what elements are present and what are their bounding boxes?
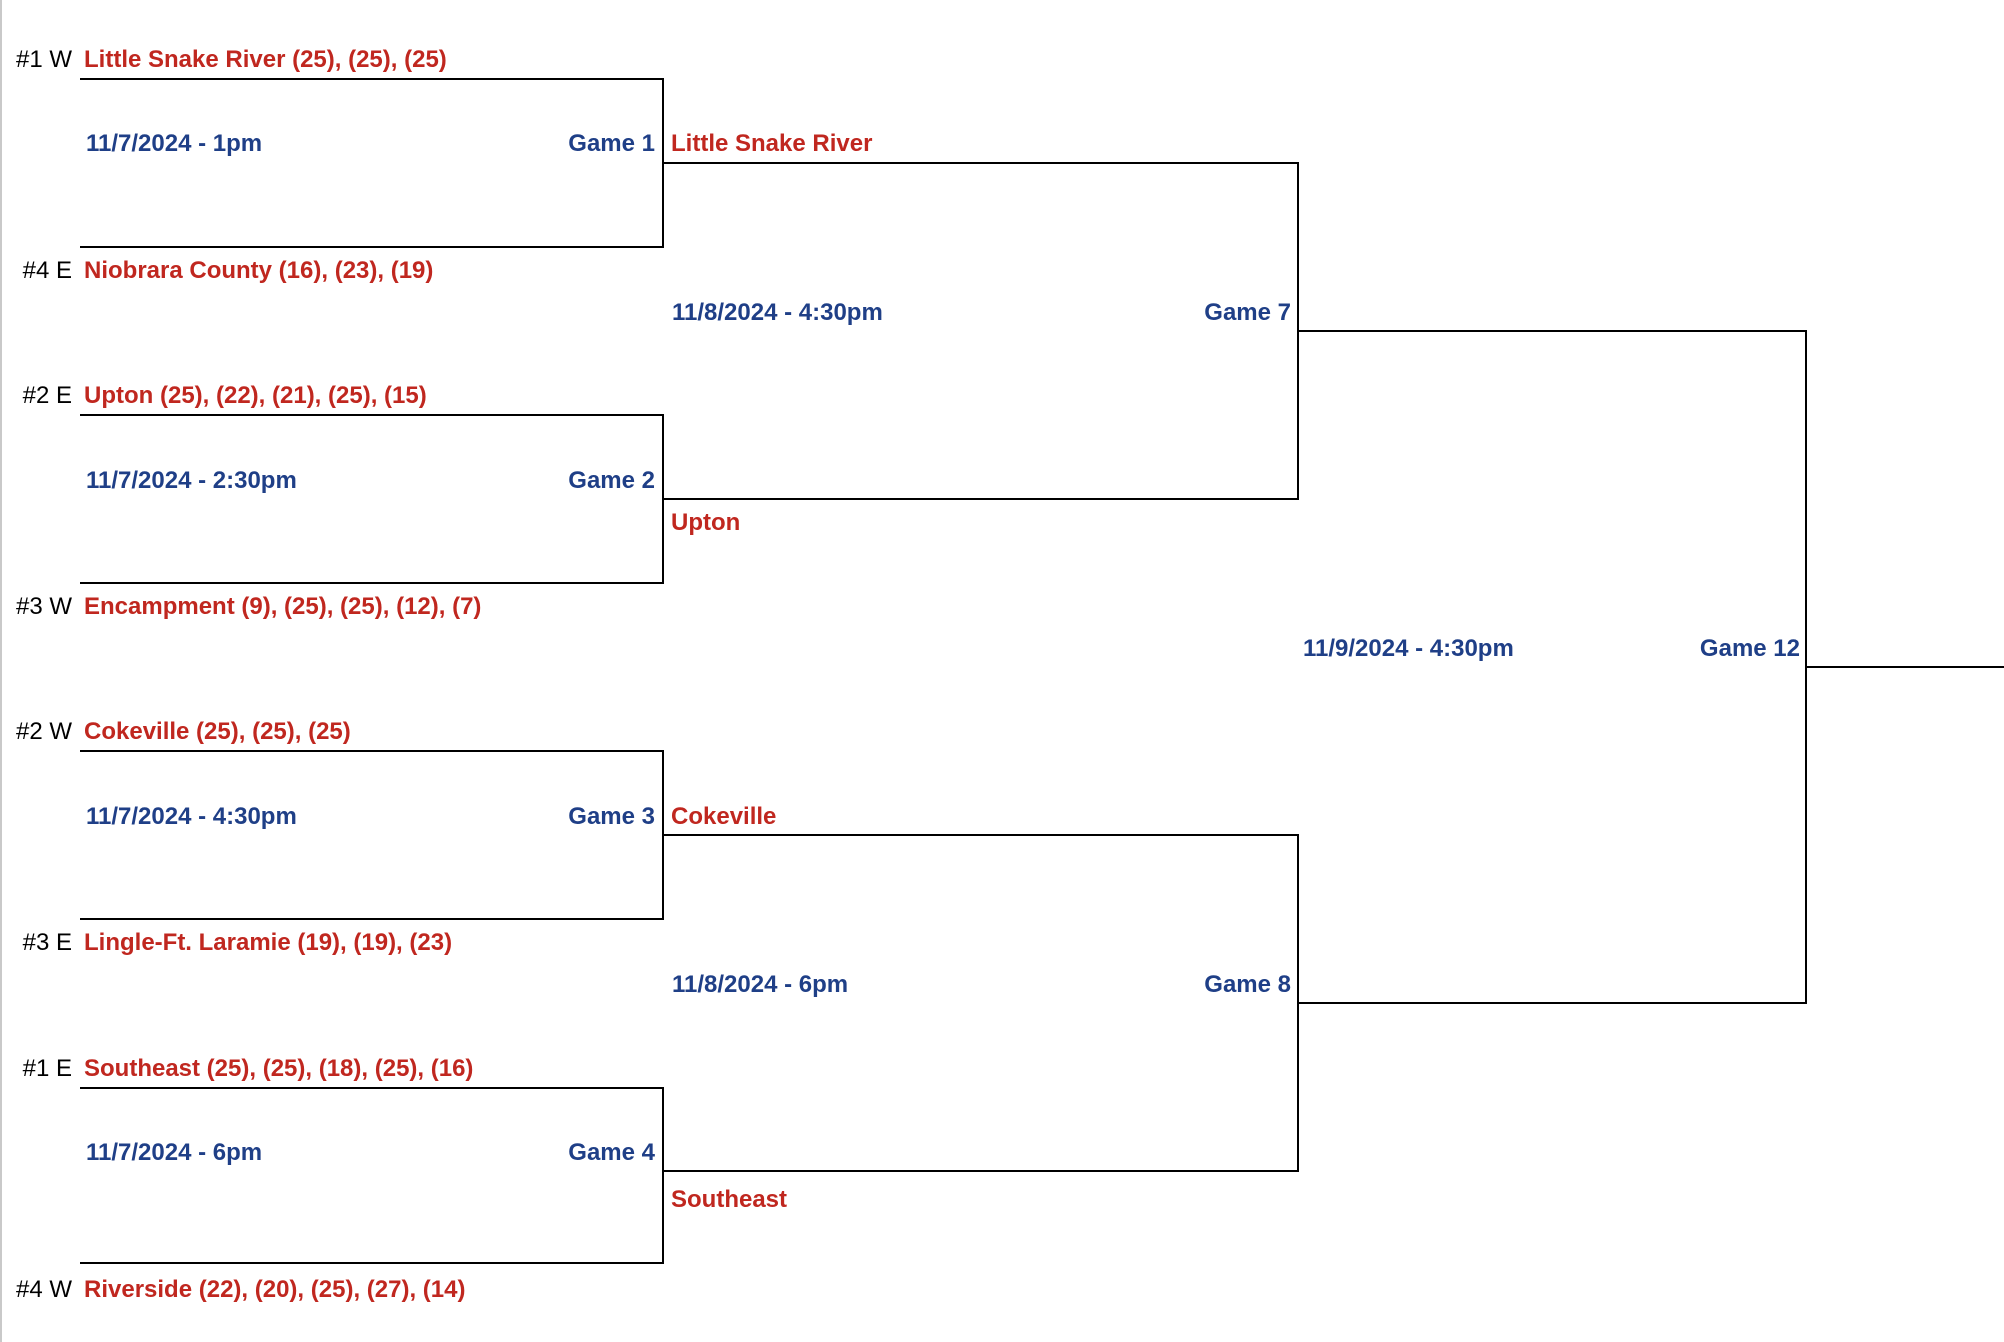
round2-game8: Cokeville 11/8/2024 - 6pm Game 8 Southea… — [663, 803, 1299, 1213]
game4-top-team[interactable]: Southeast (25), (25), (18), (25), (16) — [84, 1055, 473, 1082]
game4-top-seed: #1 E — [23, 1055, 72, 1082]
game12-bracket-line — [1298, 330, 1807, 1004]
game4-bottom-team[interactable]: Riverside (22), (20), (25), (27), (14) — [84, 1276, 465, 1303]
game12-date: 11/9/2024 - 4:30pm — [1303, 635, 1514, 662]
game8-bracket-line — [663, 834, 1299, 1172]
game1-label: Game 1 — [568, 130, 655, 157]
round1-game4: #1 E Southeast (25), (25), (18), (25), (… — [16, 1055, 664, 1303]
round1-game1: #1 W Little Snake River (25), (25), (25)… — [16, 46, 664, 284]
game1-bottom-seed: #4 E — [23, 257, 72, 284]
game4-bottom-seed: #4 W — [16, 1276, 72, 1303]
game7-bottom-team[interactable]: Upton — [671, 509, 740, 536]
game1-bottom-team[interactable]: Niobrara County (16), (23), (19) — [84, 257, 433, 284]
game7-top-team[interactable]: Little Snake River — [671, 130, 872, 157]
game8-date: 11/8/2024 - 6pm — [672, 971, 848, 998]
game3-date: 11/7/2024 - 4:30pm — [86, 803, 297, 830]
game12-label: Game 12 — [1700, 635, 1800, 662]
round1-game2: #2 E Upton (25), (22), (21), (25), (15) … — [16, 382, 664, 620]
game2-bottom-team[interactable]: Encampment (9), (25), (25), (12), (7) — [84, 593, 481, 620]
game8-top-team[interactable]: Cokeville — [671, 803, 776, 830]
game8-bottom-team[interactable]: Southeast — [671, 1186, 787, 1213]
game4-bracket-line — [80, 1087, 664, 1264]
game7-label: Game 7 — [1204, 299, 1291, 326]
game1-bracket-line — [80, 78, 664, 248]
game3-top-team[interactable]: Cokeville (25), (25), (25) — [84, 718, 351, 745]
game2-label: Game 2 — [568, 467, 655, 494]
game8-label: Game 8 — [1204, 971, 1291, 998]
game4-label: Game 4 — [568, 1139, 655, 1166]
game2-bracket-line — [80, 414, 664, 584]
final-game12: 11/9/2024 - 4:30pm Game 12 — [1298, 330, 2004, 1004]
round2-game7: Little Snake River 11/8/2024 - 4:30pm Ga… — [663, 130, 1299, 536]
game2-date: 11/7/2024 - 2:30pm — [86, 467, 297, 494]
game3-bottom-team[interactable]: Lingle-Ft. Laramie (19), (19), (23) — [84, 929, 452, 956]
game2-top-seed: #2 E — [23, 382, 72, 409]
page-left-edge — [0, 0, 2, 1342]
game3-label: Game 3 — [568, 803, 655, 830]
game2-bottom-seed: #3 W — [16, 593, 72, 620]
round1-game3: #2 W Cokeville (25), (25), (25) 11/7/202… — [16, 718, 664, 956]
game2-top-team[interactable]: Upton (25), (22), (21), (25), (15) — [84, 382, 427, 409]
game3-bottom-seed: #3 E — [23, 929, 72, 956]
game7-bracket-line — [663, 162, 1299, 500]
game1-top-seed: #1 W — [16, 46, 72, 73]
game3-bracket-line — [80, 750, 664, 920]
game1-date: 11/7/2024 - 1pm — [86, 130, 262, 157]
game3-top-seed: #2 W — [16, 718, 72, 745]
game7-date: 11/8/2024 - 4:30pm — [672, 299, 883, 326]
game4-date: 11/7/2024 - 6pm — [86, 1139, 262, 1166]
game1-top-team[interactable]: Little Snake River (25), (25), (25) — [84, 46, 447, 73]
